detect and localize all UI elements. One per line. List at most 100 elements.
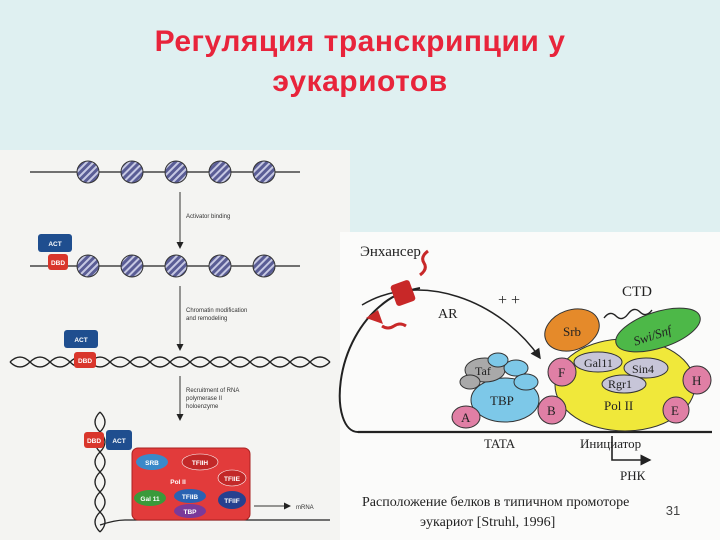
nucleosome [120,160,144,184]
h-circle [682,365,712,395]
slide-title: Регуляция транскрипции у эукариотов [0,22,720,102]
activation-arrow [361,289,541,360]
nucleosome [164,160,188,184]
title-line-1: Регуляция транскрипции у [154,25,566,58]
nucleosome [120,254,144,278]
ctd-tail [603,308,653,320]
tfiih-label: TFIIH [192,460,209,467]
srb-ellipse [136,454,168,470]
right-diagram: Энхансер AR + + CTD Srb Swi/Snf Gal11 Si… [338,244,712,530]
dna-strand [94,411,106,533]
step-label: Recruitment of RNA [186,388,239,394]
dbd-label: DBD [78,358,92,365]
nucleosome [208,160,232,184]
step-label: polymerase II [186,396,222,402]
nucleosome [208,254,232,278]
dbd-badge [74,352,96,368]
nucleosome [252,254,276,278]
left-diagram: Activator binding ACT DBD Chromatin modi… [9,160,331,533]
tbp-ellipse [174,504,206,518]
taf-subunit [513,373,539,391]
sin4-blob [623,357,669,379]
e-label: E [671,403,679,418]
srb-label: Srb [563,324,581,339]
a-label: A [461,410,471,425]
act-label: ACT [112,438,125,445]
gal11-label: Gal 11 [140,496,160,503]
dna-loop [338,287,421,433]
enhancer-label: Энхансер [360,244,421,260]
act-label: ACT [48,241,61,248]
dna-strand [99,519,330,526]
rgr1-label: Rgr1 [608,377,632,391]
step-label: Activator binding [186,214,230,220]
nucleosome [252,160,276,184]
step-label: and remodeling [186,316,227,322]
tfiih-ellipse [181,453,219,471]
rna-label: РНК [620,468,646,483]
tbp-label: TBP [490,393,514,408]
caption-line-1: Расположение белков в типичном промоторе [362,495,629,510]
nucleosome [76,160,100,184]
tfiib-label: TFIIB [182,494,199,501]
ctd-label: CTD [622,284,652,300]
mrna-label: mRNA [296,505,314,511]
tata-label: TATA [484,436,516,451]
nucleosome [164,254,188,278]
tfiie-ellipse [217,469,247,487]
step-label: Chromatin modification [186,308,247,314]
act-label: ACT [74,337,87,344]
ar-label: AR [438,307,458,322]
nucleosome-row-2 [76,254,276,278]
b-label: B [547,403,556,418]
step-label: holoenzyme [186,404,219,410]
tfiib-ellipse [174,489,206,503]
plus-label: + + [498,292,520,309]
initiator-label: Инициатор [580,436,641,451]
activator-wave [381,322,407,330]
dbd-badge [84,432,104,448]
activator-domain [366,310,383,324]
tbp-label: TBP [184,509,198,516]
sin4-label: Sin4 [632,362,654,376]
tfiie-label: TFIIE [224,476,241,483]
pol-label: Pol II [170,479,186,486]
rna-arrow [611,436,652,466]
gal11-label: Gal11 [584,356,613,370]
act-badge [64,330,98,348]
h-label: H [692,373,701,388]
gal11-ellipse [134,490,166,506]
taf-subunit [503,359,529,377]
a-blob [451,405,481,429]
taf-subunit [459,374,481,390]
srb-label: SRB [145,460,159,467]
e-circle [662,396,690,424]
nucleosome [76,254,100,278]
activator-domain [390,280,416,306]
tfiif-ellipse [218,491,246,509]
dna-helix-1 [9,356,331,368]
taf-subunit [487,352,509,368]
dbd-label: DBD [51,260,65,267]
activator-wave [419,249,429,277]
rgr1-blob [601,374,647,394]
taf-label: Taf [475,364,491,378]
swisnf-blob [615,307,701,353]
title-line-2: эукариотов [272,65,448,98]
nucleosome-row-1 [76,160,276,184]
gal11-blob [573,351,623,373]
act-badge [38,234,72,252]
polii-label: Pol II [604,398,633,413]
dna-strand [9,356,331,368]
caption-line-2: эукариот [Struhl, 1996] [420,515,555,530]
f-label: F [558,365,565,380]
page-number: 31 [665,503,681,518]
dbd-label: DBD [87,438,101,445]
f-circle [547,357,577,387]
dbd-badge [48,254,68,270]
tfiif-label: TFIIF [224,498,240,505]
act-badge [106,430,132,450]
b-circle [537,395,567,425]
srb-blob [544,308,600,352]
